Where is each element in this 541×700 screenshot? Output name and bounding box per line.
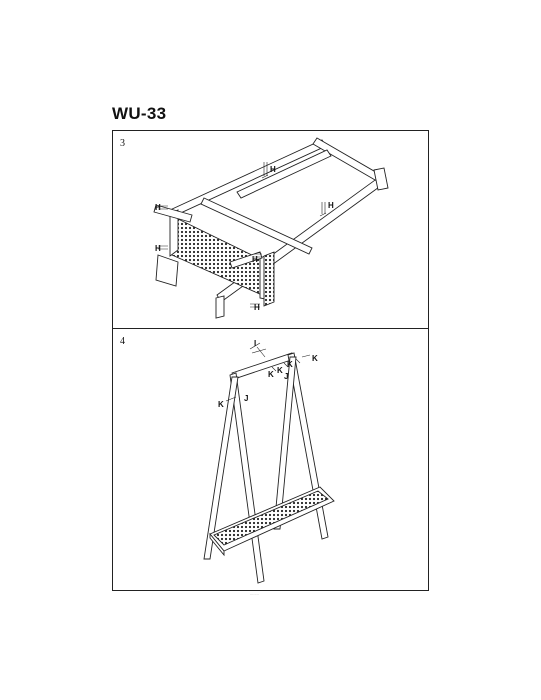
footer-mark: ........ bbox=[250, 591, 259, 596]
step-3-label-h4: H bbox=[155, 244, 161, 253]
step-divider bbox=[112, 328, 429, 329]
step-4-label-k4: K bbox=[312, 354, 318, 363]
step-4-label-j2: J bbox=[244, 394, 248, 403]
step-4-label-k3: K bbox=[287, 360, 293, 369]
step-4-label-k1: K bbox=[268, 370, 274, 379]
step-3-label-h6: H bbox=[254, 303, 260, 312]
model-title: WU-33 bbox=[112, 104, 167, 123]
step-3-label-h3: H bbox=[155, 203, 161, 212]
step-4-number: 4 bbox=[120, 336, 125, 347]
step-4-label-i: I bbox=[254, 339, 256, 348]
step-3-label-h1: H bbox=[270, 165, 276, 174]
step-3-label-h2: H bbox=[328, 201, 334, 210]
step-3-number: 3 bbox=[120, 138, 125, 149]
step-4-label-j1: J bbox=[284, 372, 288, 381]
instruction-frame bbox=[112, 130, 429, 591]
step-4-label-k5: K bbox=[218, 400, 224, 409]
step-3-label-h5: H bbox=[252, 255, 258, 264]
step-3-illustration: H H H H H H bbox=[153, 137, 389, 319]
step-4-illustration: I K K K J K K J bbox=[203, 339, 335, 584]
step-4-label-k2: K bbox=[277, 366, 283, 375]
